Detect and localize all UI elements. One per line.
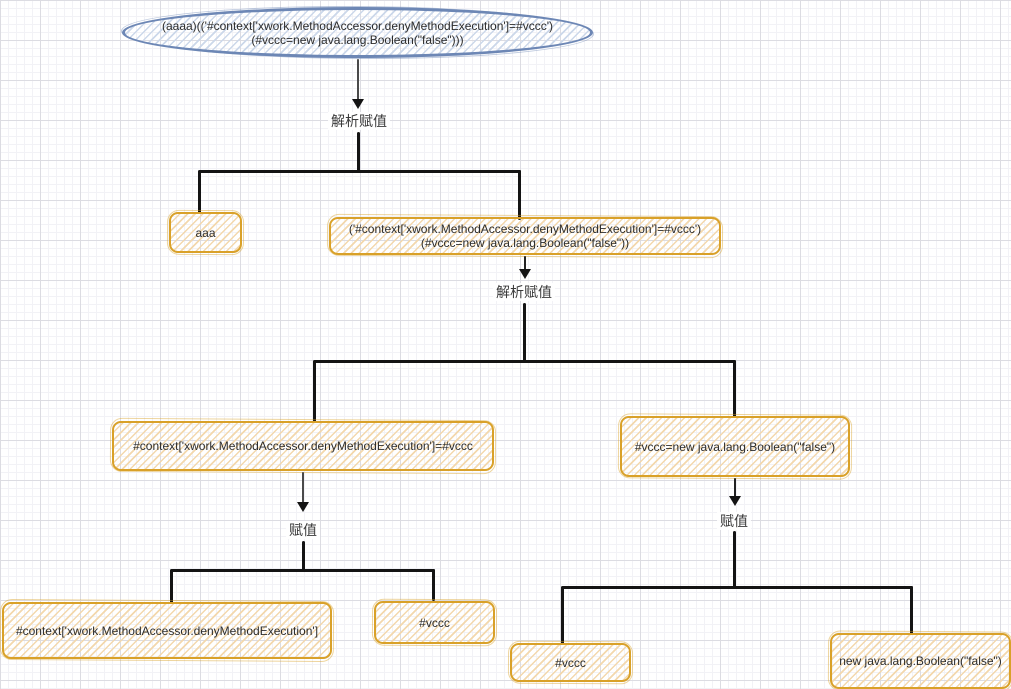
root-expression-line1: (aaaa)(('#context['xwork.MethodAccessor.…: [161, 18, 553, 33]
connector-parse1-drop: [357, 132, 360, 173]
node-assign-vccc[interactable]: #vccc=new java.lang.Boolean("false"): [620, 416, 850, 477]
connector-context-to-assignleft: [302, 472, 304, 503]
connector-exprpair-to-parse2: [524, 256, 526, 272]
node-root-expression[interactable]: (aaaa)(('#context['xwork.MethodAccessor.…: [122, 7, 593, 58]
node-aaa[interactable]: aaa: [169, 212, 242, 253]
node-context-key[interactable]: #context['xwork.MethodAccessor.denyMetho…: [2, 602, 332, 659]
connector-root-to-parse1: [357, 59, 359, 100]
arrow-head-icon: [519, 269, 531, 279]
node-expr-pair-text: ('#context['xwork.MethodAccessor.denyMet…: [349, 222, 701, 250]
node-expr-pair-line2: (#vccc=new java.lang.Boolean("false")): [420, 236, 630, 250]
node-aaa-label: aaa: [195, 225, 216, 240]
arrow-head-icon: [729, 496, 741, 506]
branch4-right-drop: [910, 586, 913, 634]
edge-label-assign-left[interactable]: 赋值: [286, 521, 320, 539]
connector-vccc-to-assignright: [734, 478, 736, 498]
branch4-horizontal: [562, 586, 913, 589]
branch2-left-drop: [313, 360, 316, 422]
edge-label-parse-assign-top[interactable]: 解析赋值: [328, 112, 390, 130]
arrow-head-icon: [297, 502, 309, 512]
node-assign-context[interactable]: #context['xwork.MethodAccessor.denyMetho…: [112, 421, 494, 471]
node-assign-vccc-label: #vccc=new java.lang.Boolean("false"): [634, 439, 836, 454]
node-expr-pair-line1: ('#context['xwork.MethodAccessor.denyMet…: [348, 222, 702, 236]
branch4-left-drop: [561, 586, 564, 644]
node-expr-pair[interactable]: ('#context['xwork.MethodAccessor.denyMet…: [329, 217, 721, 255]
root-expression-line2: (#vccc=new java.lang.Boolean("false"))): [251, 32, 464, 47]
connector-assignright-drop: [733, 531, 736, 589]
branch1-left-drop: [198, 170, 201, 214]
node-vccc-bottom-label: #vccc: [555, 655, 586, 670]
branch1-horizontal: [199, 170, 521, 173]
node-assign-context-label: #context['xwork.MethodAccessor.denyMetho…: [133, 439, 473, 453]
branch3-horizontal: [171, 569, 435, 572]
connector-parse2-drop: [523, 303, 526, 363]
branch3-left-drop: [170, 569, 173, 603]
branch3-right-drop: [432, 569, 435, 601]
node-vccc-mid-label: #vccc: [419, 615, 450, 630]
node-new-boolean[interactable]: new java.lang.Boolean("false"): [830, 633, 1011, 689]
node-vccc-mid[interactable]: #vccc: [374, 601, 495, 644]
branch1-right-drop: [518, 170, 521, 220]
node-vccc-bottom[interactable]: #vccc: [510, 643, 631, 682]
connector-assignleft-drop: [302, 541, 305, 571]
edge-label-parse-assign-mid[interactable]: 解析赋值: [493, 283, 555, 301]
arrow-head-icon: [352, 99, 364, 109]
edge-label-assign-right[interactable]: 赋值: [717, 512, 751, 530]
branch2-right-drop: [733, 360, 736, 418]
node-new-boolean-label: new java.lang.Boolean("false"): [839, 654, 1002, 668]
root-expression-text: (aaaa)(('#context['xwork.MethodAccessor.…: [162, 19, 553, 47]
node-context-key-label: #context['xwork.MethodAccessor.denyMetho…: [15, 623, 319, 638]
branch2-horizontal: [314, 360, 736, 363]
